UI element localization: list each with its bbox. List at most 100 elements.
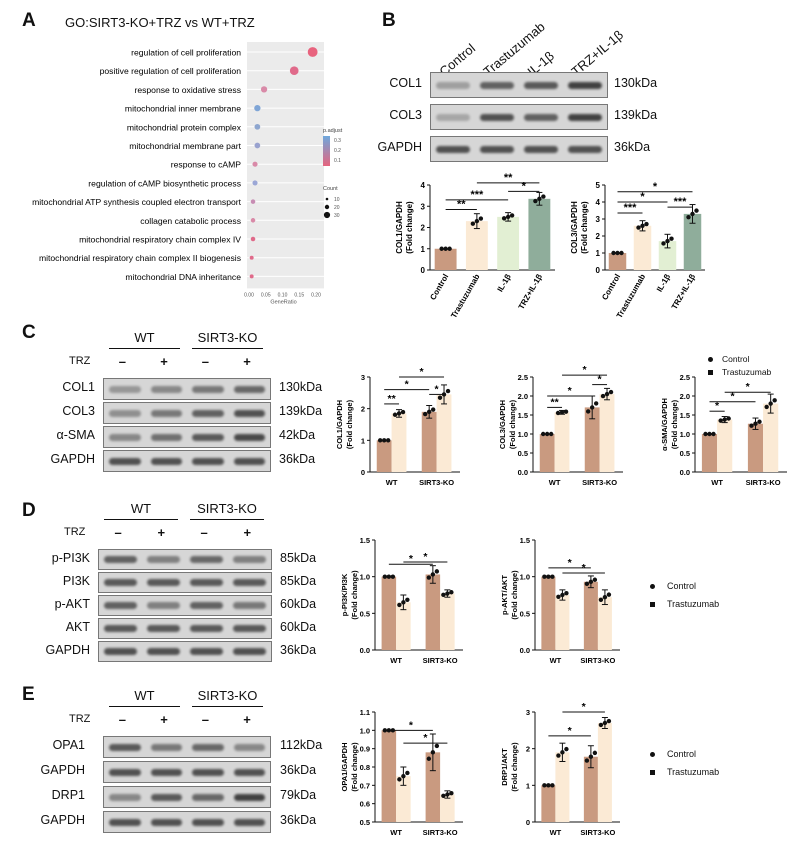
- data-point: [386, 574, 392, 579]
- data-point: [602, 595, 608, 600]
- go-term-label: mitochondrial ATP synthesis coupled elec…: [32, 197, 242, 207]
- data-point: [640, 223, 645, 228]
- y-axis-label: (Fold change): [580, 201, 589, 254]
- data-point: [753, 421, 758, 426]
- bar: [421, 411, 437, 472]
- data-point: [434, 569, 440, 574]
- significance-label: **: [457, 198, 466, 210]
- x-category-label: WT: [550, 828, 562, 837]
- x-category-label: SIRT3-KO: [419, 478, 454, 487]
- x-category-label: IL-1β: [655, 272, 672, 293]
- trz-sign: –: [201, 354, 209, 369]
- go-dot: [252, 180, 258, 186]
- group-underline: [192, 706, 263, 707]
- panel-label-c: C: [22, 322, 36, 343]
- x-category-label: SIRT3-KO: [580, 828, 615, 837]
- group-label: SIRT3-KO: [197, 688, 258, 703]
- go-dot: [254, 104, 261, 112]
- data-point: [397, 602, 402, 608]
- blot-band: [104, 648, 137, 655]
- y-axis-label: (Fold change): [670, 399, 679, 449]
- trz-sign: –: [200, 525, 208, 540]
- group-underline: [104, 519, 178, 520]
- data-point: [718, 418, 723, 423]
- data-point: [441, 793, 446, 798]
- data-point: [470, 221, 476, 226]
- legend-e-trz: Trastuzumab: [650, 763, 719, 781]
- data-point: [509, 213, 515, 218]
- data-point: [560, 592, 565, 598]
- blot-band: [233, 602, 266, 609]
- group-underline: [190, 519, 264, 520]
- protein-label: GAPDH: [40, 763, 85, 777]
- y-tick-label: 2.5: [518, 373, 528, 382]
- significance-label: *: [423, 732, 428, 744]
- data-point: [749, 423, 754, 428]
- blot-band: [147, 625, 180, 632]
- blot-band: [190, 625, 223, 632]
- x-category-label: WT: [390, 828, 402, 837]
- data-point: [606, 718, 612, 724]
- go-plot-background: [247, 42, 324, 289]
- y-tick-label: 1: [421, 245, 426, 254]
- bar: [396, 776, 411, 822]
- data-point: [537, 196, 542, 202]
- blot-band: [233, 818, 265, 826]
- protein-label: AKT: [65, 619, 90, 634]
- blot-band: [190, 556, 223, 563]
- kda-label: 85kDa: [280, 550, 317, 565]
- x-category-label: IL-1β: [496, 272, 513, 293]
- blot-band: [233, 648, 266, 655]
- blot-band: [109, 743, 141, 751]
- data-point: [377, 438, 383, 443]
- data-point: [533, 198, 538, 204]
- protein-label: OPA1: [52, 738, 85, 752]
- protein-label: GAPDH: [45, 642, 90, 657]
- x-category-label: WT: [549, 478, 561, 487]
- go-term-label: mitochondrial respiratory chain complex …: [79, 235, 241, 245]
- data-point: [426, 575, 432, 580]
- data-point: [541, 194, 546, 199]
- y-axis-label: α-SMA/GAPDH: [660, 398, 669, 451]
- data-point: [439, 246, 444, 251]
- x-category-label: SIRT3-KO: [582, 478, 617, 487]
- data-point: [546, 783, 551, 788]
- y-tick-label: 0.0: [680, 468, 690, 477]
- blot-band: [524, 145, 558, 153]
- kda-label: 85kDa: [280, 573, 317, 588]
- data-point: [401, 773, 406, 779]
- bar: [701, 434, 718, 472]
- y-tick-label: 1.0: [520, 573, 530, 582]
- bar: [555, 752, 570, 822]
- significance-label: *: [423, 551, 428, 563]
- y-axis-label: DRP1/AKT: [500, 748, 509, 786]
- bar: [597, 723, 612, 822]
- y-tick-label: 0.5: [360, 609, 370, 618]
- data-point: [564, 746, 569, 752]
- kda-label: 36kDa: [280, 642, 317, 657]
- blot-band: [147, 602, 180, 609]
- go-legend-padj-tick: 0.2: [334, 148, 341, 154]
- data-point: [422, 411, 428, 417]
- data-point: [390, 574, 396, 579]
- data-point: [592, 577, 598, 582]
- group-label: WT: [130, 501, 152, 516]
- significance-label: *: [409, 553, 414, 565]
- blot-strip: [430, 72, 608, 98]
- protein-label: PI3K: [62, 573, 90, 588]
- data-point: [556, 594, 561, 599]
- y-tick-label: 1: [526, 781, 530, 790]
- y-tick-label: 0.6: [360, 800, 370, 809]
- data-point: [690, 211, 695, 217]
- kda-label: 36kDa: [280, 763, 317, 777]
- y-tick-label: 3: [526, 708, 530, 717]
- data-point: [686, 214, 691, 220]
- y-tick-label: 0.7: [360, 781, 370, 790]
- significance-label: ***: [624, 202, 638, 214]
- significance-label: *: [405, 379, 410, 391]
- data-point: [449, 791, 454, 796]
- blot-band: [150, 818, 182, 826]
- significance-label: **: [388, 393, 397, 405]
- trz-label: TRZ: [69, 713, 91, 725]
